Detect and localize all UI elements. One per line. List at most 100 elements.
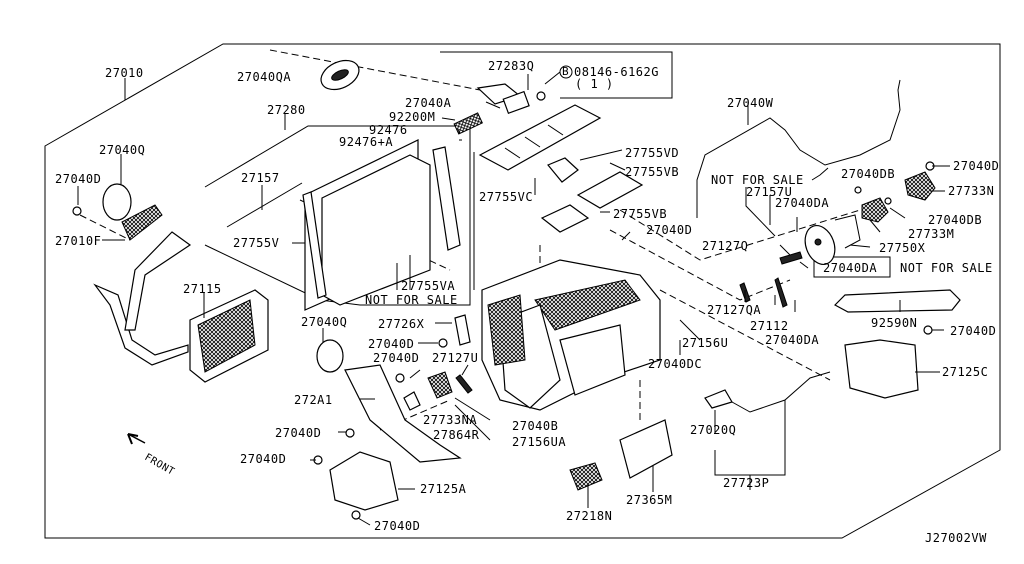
label-92200M: 92200M <box>389 110 436 124</box>
screw <box>351 510 361 520</box>
seal-27755VB-b <box>540 204 590 233</box>
harness-27040W <box>696 79 901 218</box>
label-27726X: 27726X <box>378 317 425 331</box>
label-27755VB: 27755VB <box>625 165 680 179</box>
seal-27755VB-a <box>576 171 644 209</box>
label-27864R: 27864R <box>433 428 480 442</box>
label-27283Q: 27283Q <box>488 59 535 73</box>
label-27755VB: 27755VB <box>613 207 668 221</box>
label-27040D: 27040D <box>950 324 997 338</box>
not-for-sale-box <box>813 256 891 278</box>
label-27010F: 27010F <box>55 234 102 248</box>
label-27156UA: 27156UA <box>512 435 567 449</box>
heater-pipe-2 <box>124 231 192 331</box>
link-arm <box>834 214 861 249</box>
sensor-cable <box>731 371 831 413</box>
label-27125C: 27125C <box>942 365 989 379</box>
label-27040DA: 27040DA <box>775 196 830 210</box>
mesh-section <box>487 294 526 366</box>
label-not-for-sale: NOT FOR SALE <box>365 293 458 307</box>
label-27040Q: 27040Q <box>99 143 146 157</box>
label-27040D: 27040D <box>953 159 1000 173</box>
guide-line <box>619 209 861 261</box>
label-27755VD: 27755VD <box>625 146 680 160</box>
label-27127Q: 27127Q <box>702 239 749 253</box>
label-27157U: 27157U <box>746 185 793 199</box>
label-27733M: 27733M <box>908 227 955 241</box>
actuator-27733M <box>861 197 889 223</box>
seal-27040Q-lower <box>316 339 344 373</box>
label-27218N: 27218N <box>566 509 613 523</box>
label-27127U: 27127U <box>432 351 479 365</box>
blower-grille <box>534 279 641 331</box>
label-27127QA: 27127QA <box>707 303 762 317</box>
label-bolt-qty: ( 1 ) <box>575 77 614 91</box>
label-27112: 27112 <box>750 319 789 333</box>
label-27040D: 27040D <box>373 351 420 365</box>
label-27040D: 27040D <box>55 172 102 186</box>
label-27040Q: 27040Q <box>301 315 348 329</box>
seal-27755VC <box>478 104 602 171</box>
heater-pipe <box>93 283 189 366</box>
label-92476A: 92476+A <box>339 135 394 149</box>
pipe-92590N <box>834 289 961 313</box>
seal-27755V <box>302 191 327 299</box>
heater-core-fins <box>197 299 256 373</box>
label-27125A: 27125A <box>420 482 467 496</box>
valve-block <box>502 90 530 115</box>
label-27040D: 27040D <box>240 452 287 466</box>
guide-line <box>269 49 481 91</box>
gear-hub <box>814 238 822 246</box>
tube-27726X <box>454 314 471 346</box>
label-27733NA: 27733NA <box>423 413 478 427</box>
guide-line <box>609 229 791 301</box>
actuator-27733N <box>904 171 936 201</box>
screw <box>395 373 405 383</box>
label-27115: 27115 <box>183 282 222 296</box>
sensor-27020Q <box>704 389 733 409</box>
label-not-for-sale: NOT FOR SALE <box>900 261 993 275</box>
bracket-27010F <box>121 204 163 241</box>
rod-27127Q <box>779 251 803 265</box>
outer-frame <box>44 43 1001 539</box>
grommet-hole <box>331 69 349 81</box>
motor-27733NA <box>427 371 453 399</box>
duct-27125C <box>844 339 919 399</box>
seal-27755VD <box>547 157 579 183</box>
label-27156U: 27156U <box>682 336 729 350</box>
label-27280: 27280 <box>267 103 306 117</box>
label-08146-6162G: 08146-6162G <box>574 65 659 79</box>
screw <box>438 338 448 348</box>
link-27112 <box>774 277 788 308</box>
label-27750X: 27750X <box>879 241 926 255</box>
lower-duct <box>559 324 626 396</box>
label-27040DC: 27040DC <box>648 357 703 371</box>
label-27755VC: 27755VC <box>479 190 534 204</box>
label-27733N: 27733N <box>948 184 995 198</box>
gear-27750X <box>804 225 836 265</box>
screw <box>884 197 892 205</box>
label-272A1: 272A1 <box>294 393 333 407</box>
evaporator-seal <box>432 146 461 251</box>
label-27040DB: 27040DB <box>928 213 983 227</box>
rod-27127U <box>455 374 473 394</box>
screw <box>923 325 933 335</box>
guide-line <box>79 214 131 241</box>
label-27040D: 27040D <box>646 223 693 237</box>
label-27040W: 27040W <box>727 96 774 110</box>
bolt-box <box>440 51 673 99</box>
leader-lines <box>77 71 950 526</box>
label-92590N: 92590N <box>871 316 918 330</box>
harness-branch <box>811 167 829 181</box>
sensor-92200M <box>453 112 483 135</box>
insulator-27365M <box>619 419 673 479</box>
guide-line <box>659 289 831 381</box>
diagram-code: J27002VW <box>925 531 987 545</box>
label-not-for-sale: NOT FOR SALE <box>711 173 804 187</box>
seal-27040Q <box>102 183 132 221</box>
label-27755V: 27755V <box>233 236 280 250</box>
label-27040A: 27040A <box>405 96 452 110</box>
label-27040DB: 27040DB <box>841 167 896 181</box>
